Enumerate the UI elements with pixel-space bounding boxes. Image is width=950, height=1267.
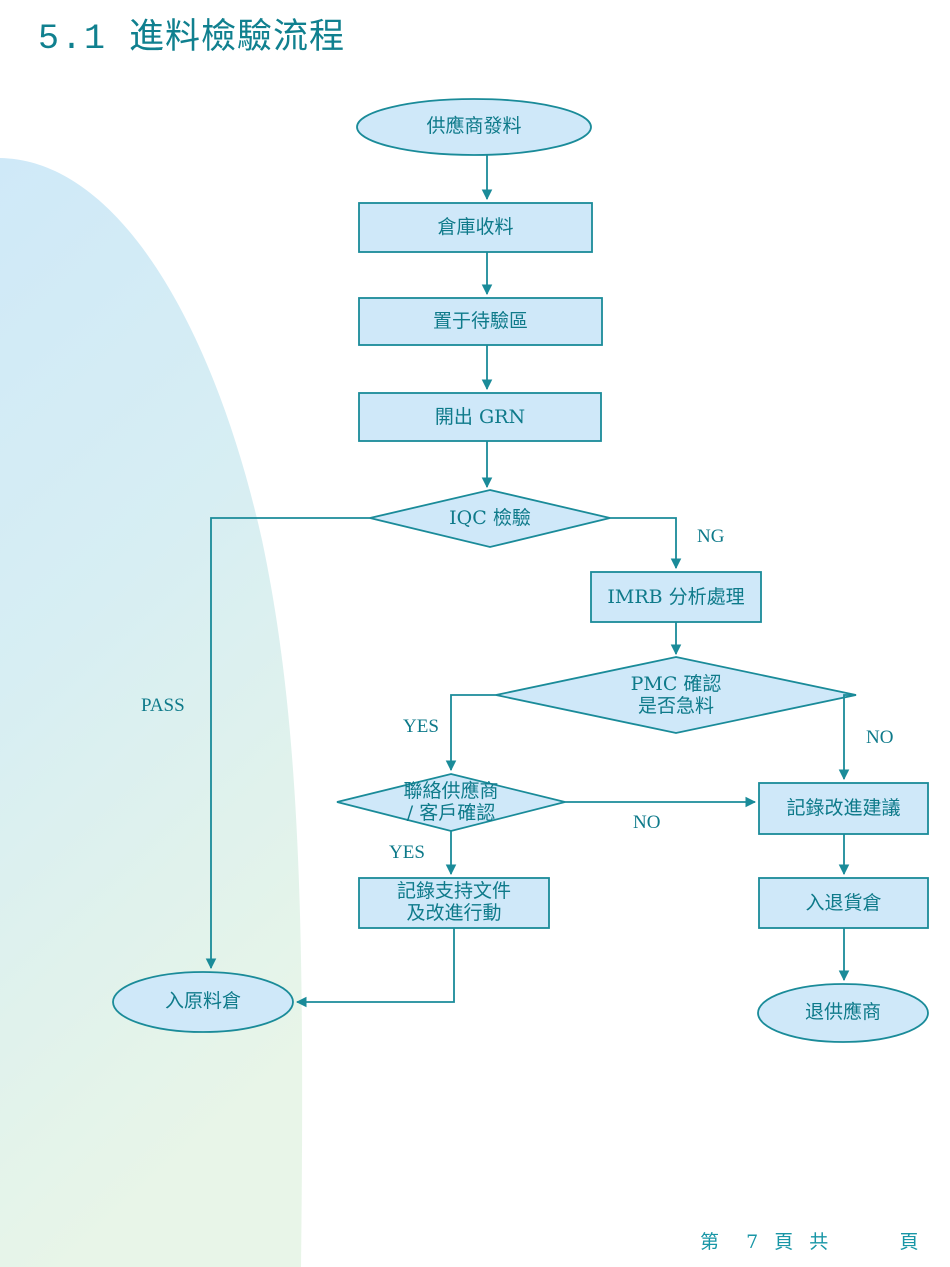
edge-pmc-yes-to-contact [445,694,496,772]
node-return-warehouse[interactable] [758,877,929,929]
page-title-text: 進料檢驗流程 [129,17,346,57]
node-return-supplier[interactable] [757,983,929,1043]
node-hold-area[interactable] [358,297,603,346]
node-imrb-analysis[interactable] [590,571,762,623]
page-title-number: 5.1 [38,19,108,59]
page-title: 5.1 進料檢驗流程 [38,8,345,59]
node-supplier-ship[interactable] [356,98,592,156]
node-record-documents[interactable] [358,877,550,929]
node-contact-supplier[interactable] [336,773,566,832]
node-raw-warehouse[interactable] [112,971,294,1033]
node-pmc-confirm[interactable] [495,656,857,734]
page-footer: 第 7 頁 共 頁 [700,1231,924,1253]
edge-pmc-no-to-record-suggestion [838,694,856,781]
node-record-suggestion[interactable] [758,782,929,835]
edge-record-documents-to-raw-warehouse [295,928,455,1008]
edge-iqc-ng-to-imrb [610,517,682,570]
node-iqc-check[interactable] [369,489,611,548]
edge-iqc-pass-to-raw-warehouse [205,517,370,970]
node-issue-grn[interactable] [358,392,602,442]
node-warehouse-receive[interactable] [358,202,593,253]
